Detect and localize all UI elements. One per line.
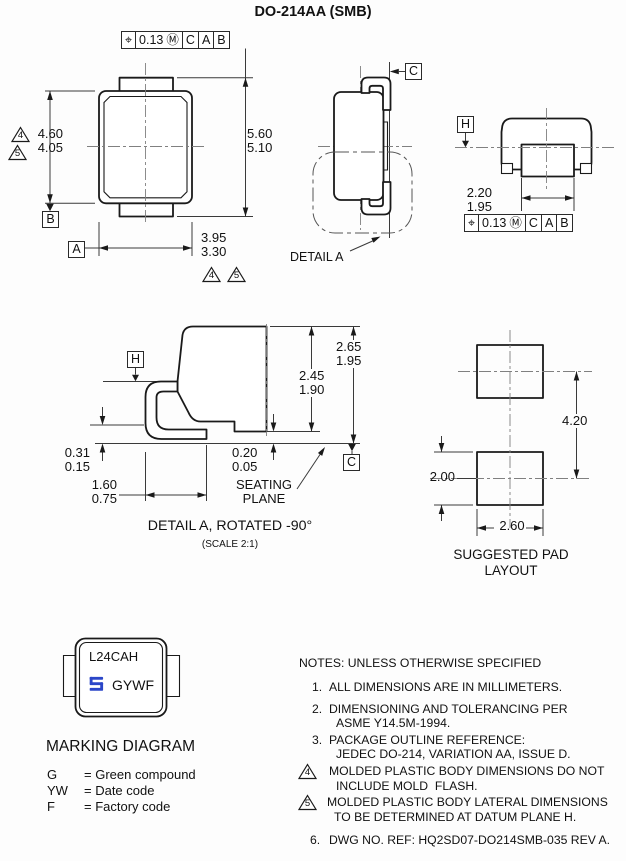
datum-h-flag: H (127, 351, 144, 368)
note-text: DWG NO. REF: HQ2SD07-DO214SMB-035 REV A. (329, 833, 611, 847)
pad-layout-linework (430, 330, 592, 536)
dim-terminal-gap-min: 0.05 (232, 459, 258, 474)
note-number: 2. (312, 702, 323, 716)
fcf-tolerance: 0.13 (478, 215, 509, 231)
manufacturer-logo-icon (88, 676, 105, 697)
note-number: 3. (312, 733, 323, 747)
dim-body-height2-max: 2.45 (297, 368, 327, 383)
fcf-datum-2: A (197, 32, 213, 48)
dim-tab-width-min: 1.95 (466, 199, 492, 214)
legend-key: G (47, 767, 58, 782)
note-number: 6. (310, 833, 321, 847)
detail-a-label: DETAIL A (290, 250, 344, 264)
note-text: INCLUDE MOLD FLASH. (336, 779, 478, 793)
dim-body-height2-min: 1.90 (297, 382, 327, 397)
marking-part-number: L24CAH (89, 649, 139, 664)
legend-value: = Green compound (84, 767, 196, 782)
detail-view-scale: (SCALE 2:1) (201, 539, 259, 550)
note-flag-5: 5 (227, 266, 246, 283)
dim-standoff-min: 0.15 (64, 459, 90, 474)
note-number: 1. (312, 680, 323, 694)
note-text: MOLDED PLASTIC BODY DIMENSIONS DO NOT (329, 764, 605, 778)
seating-plane-label: SEATING (235, 477, 293, 492)
notes-header: NOTES: UNLESS OTHERWISE SPECIFIED (299, 656, 542, 670)
legend-value: = Factory code (84, 799, 171, 814)
note-flag-4: 4 (202, 266, 221, 283)
datum-c-flag: C (405, 63, 422, 80)
feature-control-frame-top: ⌖ 0.13 Ⓜ C A B (121, 31, 230, 49)
dim-overall-max: 5.60 (247, 126, 273, 141)
note-flag-4: 4 (11, 126, 30, 143)
marking-code: GYWF (112, 677, 154, 693)
detail-view-caption: DETAIL A, ROTATED -90° (147, 518, 313, 534)
datum-h-flag: H (457, 116, 474, 133)
dim-body-height-max: 4.60 (37, 126, 63, 141)
legend-value: = Date code (84, 783, 155, 798)
fcf-datum-3: B (556, 215, 571, 231)
fcf-datum-1: C (524, 215, 541, 231)
note-flag-5: 5 (8, 144, 27, 161)
fcf-datum-1: C (181, 32, 198, 48)
note-text: ALL DIMENSIONS ARE IN MILLIMETERS. (329, 680, 563, 694)
page-title: DO-214AA (SMB) (254, 4, 372, 20)
dim-foot-length-min: 0.75 (91, 491, 117, 506)
seating-plane-label: PLANE (242, 491, 286, 506)
note-text: ASME Y14.5M-1994. (336, 716, 451, 730)
top-view-linework (45, 48, 253, 256)
dim-pad-pitch: 4.20 (560, 413, 590, 428)
note-flag-5: 5 (298, 794, 317, 811)
dim-foot-length-max: 1.60 (91, 477, 117, 492)
fcf-datum-3: B (213, 32, 228, 48)
dim-pad-width: 2.60 (499, 518, 525, 533)
datum-a-flag: A (68, 241, 85, 258)
position-symbol-icon: ⌖ (468, 215, 476, 230)
dim-tab-width-max: 2.20 (466, 185, 492, 200)
dim-body-width-min: 3.30 (201, 244, 227, 259)
marking-package-linework (62, 637, 181, 718)
dim-body-height-min: 4.05 (37, 140, 63, 155)
fcf-datum-2: A (540, 215, 556, 231)
note-text: TO BE DETERMINED AT DATUM PLANE H. (334, 810, 577, 824)
pad-layout-caption: LAYOUT (484, 563, 538, 578)
dim-pad-height: 2.00 (429, 469, 455, 484)
side-view-linework (312, 62, 413, 252)
dim-body-width-max: 3.95 (201, 230, 227, 245)
legend-key: F (47, 799, 55, 814)
position-symbol-icon: ⌖ (125, 32, 133, 47)
datum-b-flag: B (42, 211, 59, 228)
mmc-modifier-icon: Ⓜ (166, 32, 179, 47)
fcf-tolerance: 0.13 (135, 32, 166, 48)
marking-diagram-caption: MARKING DIAGRAM (46, 738, 195, 755)
end-view-linework (455, 108, 614, 211)
note-text: DIMENSIONING AND TOLERANCING PER (329, 702, 568, 716)
note-text: MOLDED PLASTIC BODY LATERAL DIMENSIONS (327, 795, 608, 809)
legend-key: YW (47, 783, 68, 798)
dim-overall-min: 5.10 (247, 140, 273, 155)
datum-c-flag: C (343, 454, 360, 471)
dim-standoff-max: 0.31 (64, 445, 90, 460)
note-text: PACKAGE OUTLINE REFERENCE: (329, 733, 526, 747)
dim-total-height-max: 2.65 (334, 339, 364, 354)
dim-total-height-min: 1.95 (334, 353, 364, 368)
dim-terminal-gap-max: 0.20 (232, 445, 258, 460)
mmc-modifier-icon: Ⓜ (509, 215, 522, 230)
note-text: JEDEC DO-214, VARIATION AA, ISSUE D. (336, 747, 571, 761)
note-flag-4: 4 (298, 763, 317, 780)
feature-control-frame-bottom: ⌖ 0.13 Ⓜ C A B (464, 214, 573, 232)
detail-a-linework (90, 324, 360, 501)
pad-layout-caption: SUGGESTED PAD (453, 547, 569, 562)
